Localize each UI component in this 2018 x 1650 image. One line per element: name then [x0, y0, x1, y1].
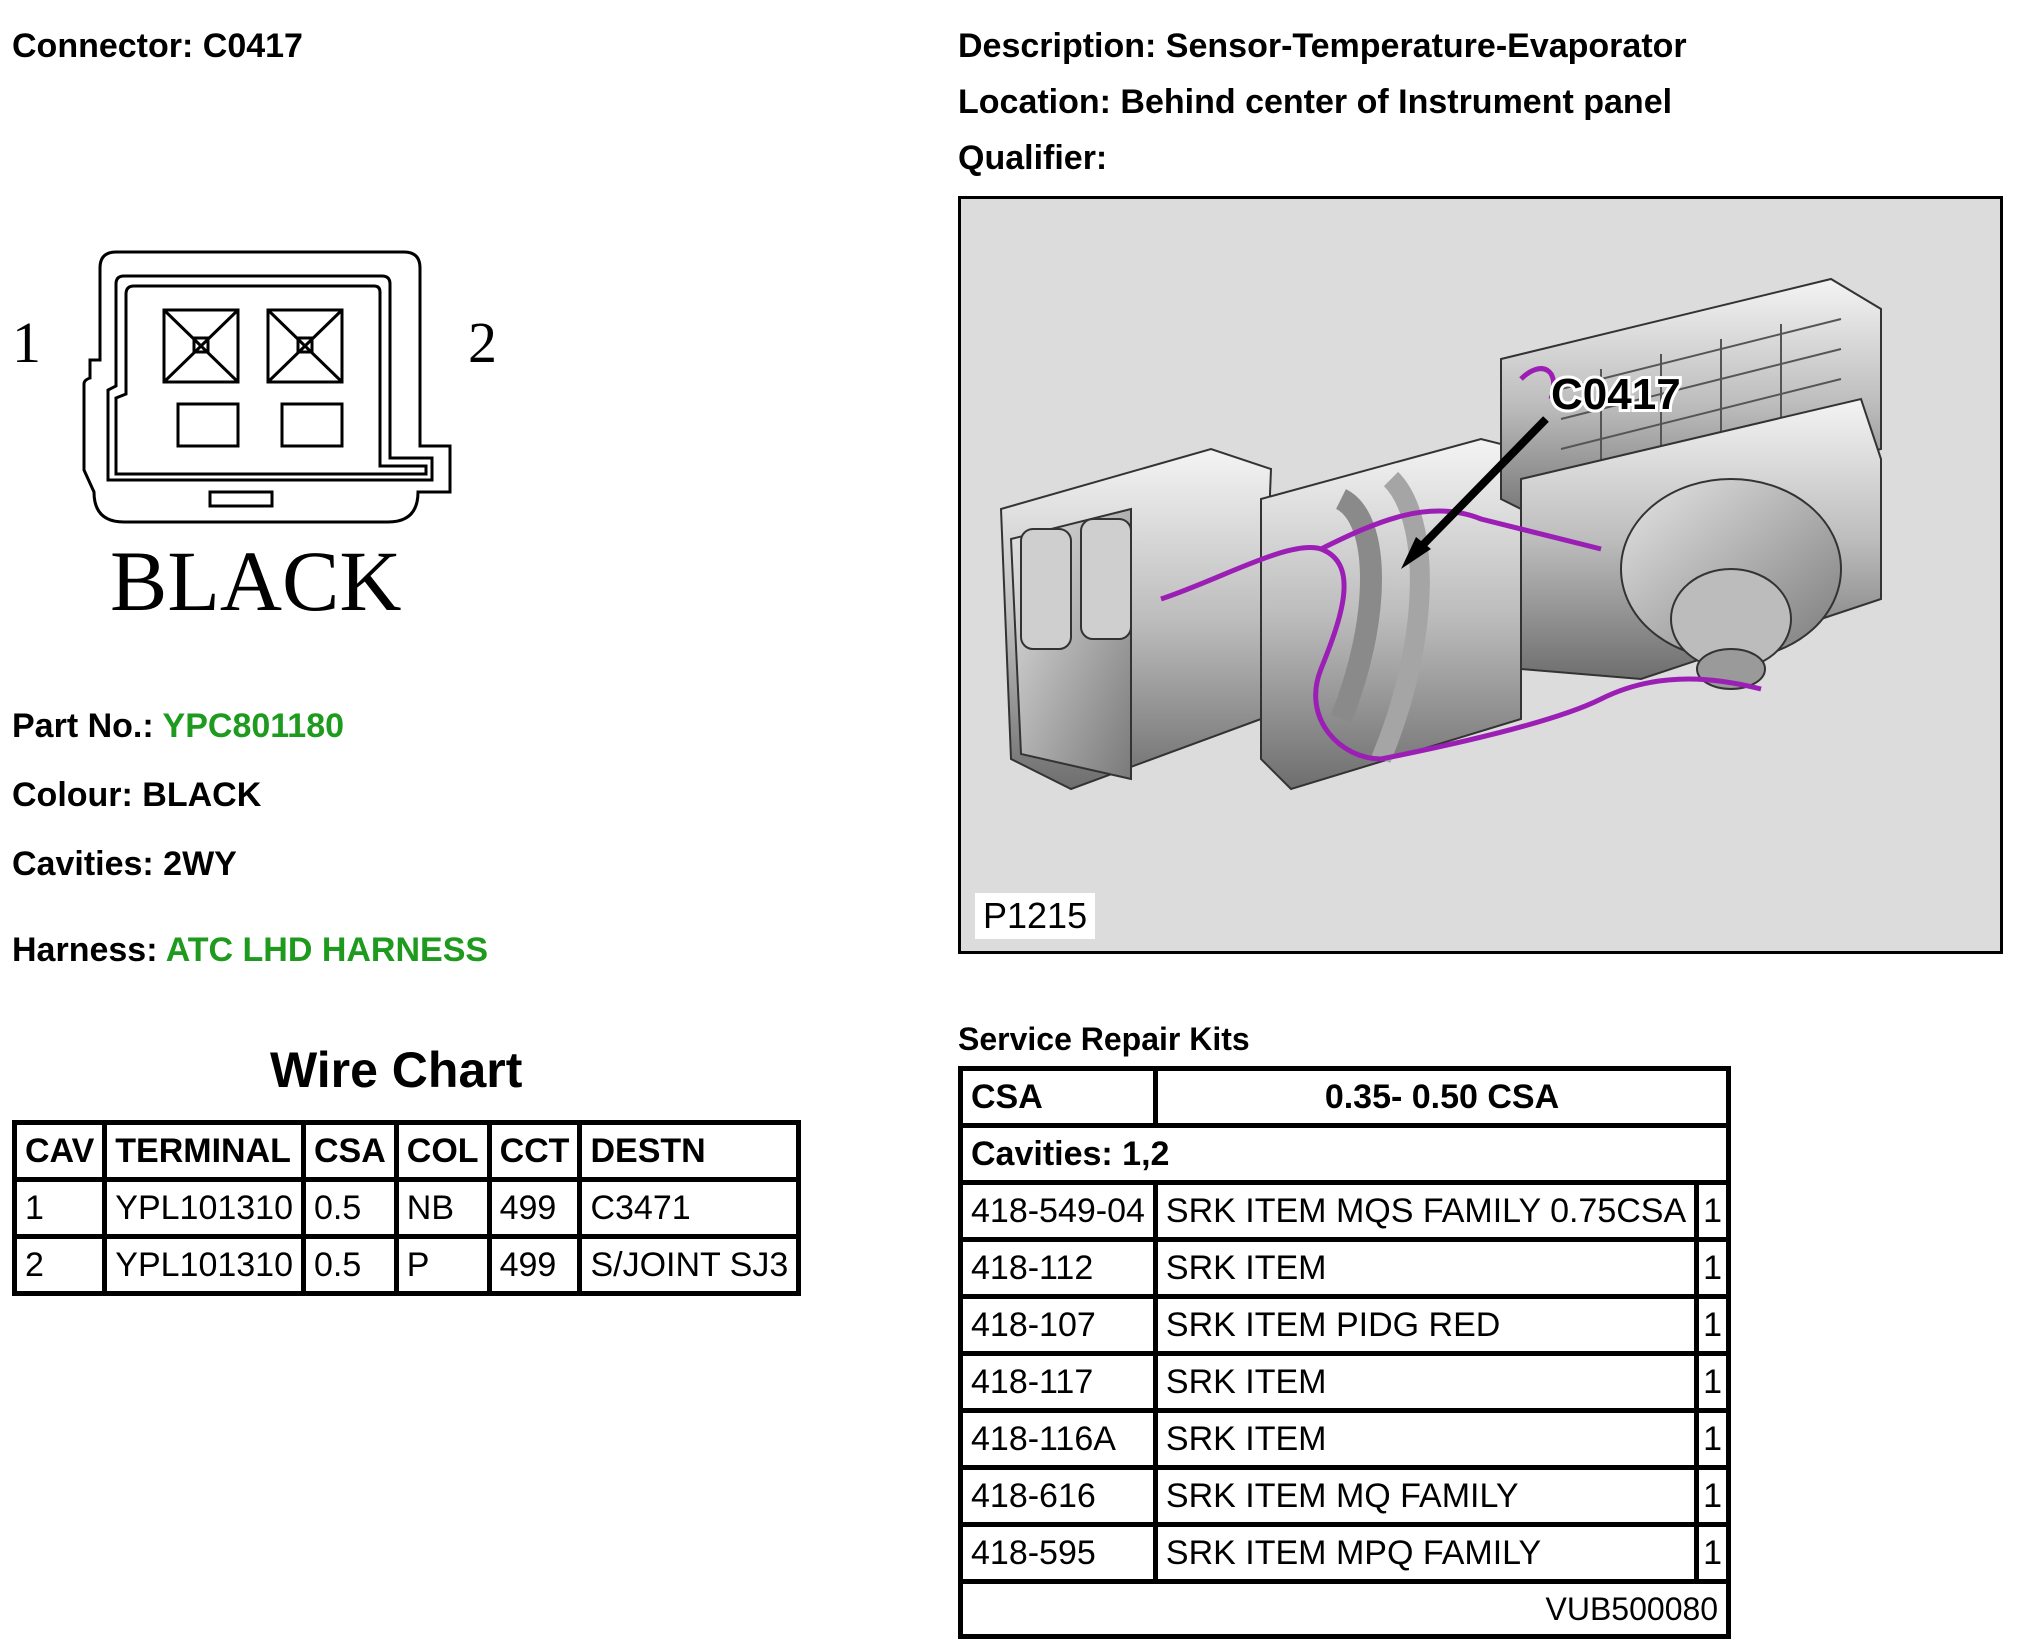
wire-chart-header-row: CAV TERMINAL CSA COL CCT DESTN — [11, 1120, 802, 1182]
srk-cavities: Cavities: 1,2 — [957, 1123, 1732, 1185]
table-row: 418-549-04 SRK ITEM MQS FAMILY 0.75CSA 1 — [958, 1180, 1732, 1242]
service-repair-kits-title: Service Repair Kits — [958, 1021, 1250, 1057]
srk-description: SRK ITEM MPQ FAMILY — [1152, 1522, 1700, 1584]
srk-description: SRK ITEM MQS FAMILY 0.75CSA — [1152, 1180, 1700, 1242]
col-header-csa: CSA — [301, 1120, 399, 1182]
cell-terminal: YPL101310 — [102, 1234, 306, 1296]
wire-chart-table: CAV TERMINAL CSA COL CCT DESTN 1 YPL1013… — [11, 1120, 802, 1296]
cell-terminal: YPL101310 — [102, 1177, 306, 1239]
connector-face-diagram: 1 2 BLACK — [12, 250, 497, 629]
srk-part-number: 418-117 — [958, 1351, 1158, 1413]
wire-chart-title: Wire Chart — [270, 1042, 523, 1098]
table-row: 418-116A SRK ITEM 1 — [958, 1408, 1732, 1470]
cell-csa: 0.5 — [301, 1177, 399, 1239]
description-label: Description: Sensor-Temperature-Evaporat… — [958, 27, 1687, 65]
colour-label: Colour: BLACK — [12, 776, 262, 814]
srk-part-number: 418-112 — [958, 1237, 1158, 1299]
part-number-label: Part No.: — [12, 707, 154, 745]
srk-reference: VUB500080 — [957, 1579, 1732, 1639]
srk-quantity: 1 — [1694, 1351, 1732, 1413]
srk-part-number: 418-107 — [958, 1294, 1158, 1356]
col-header-cct: CCT — [486, 1120, 583, 1182]
service-repair-kits-table: CSA 0.35- 0.50 CSA Cavities: 1,2 418-549… — [957, 1066, 1732, 1639]
cell-cav: 1 — [11, 1177, 108, 1239]
cell-col: P — [393, 1234, 492, 1296]
connector-location-image: C0417 P1215 — [958, 196, 2003, 954]
cell-col: NB — [393, 1177, 492, 1239]
cell-cav: 2 — [11, 1234, 108, 1296]
srk-reference-row: VUB500080 — [957, 1579, 1732, 1639]
location-label: Location: Behind center of Instrument pa… — [958, 83, 1673, 121]
srk-csa-label: CSA — [958, 1066, 1158, 1128]
part-number-link[interactable]: YPC801180 — [162, 707, 345, 745]
hvac-unit-illustration: C0417 — [999, 277, 1882, 791]
table-row: 418-112 SRK ITEM 1 — [958, 1237, 1732, 1299]
qualifier-label: Qualifier: — [958, 139, 1108, 177]
harness: Harness: ATC LHD HARNESS — [12, 930, 488, 970]
srk-part-number: 418-595 — [958, 1522, 1158, 1584]
part-number: Part No.: YPC801180 — [12, 706, 344, 746]
srk-description: SRK ITEM PIDG RED — [1152, 1294, 1700, 1356]
srk-quantity: 1 — [1694, 1522, 1732, 1584]
cell-destn: C3471 — [577, 1177, 802, 1239]
connector-colour-text: BLACK — [110, 533, 401, 629]
srk-part-number: 418-116A — [958, 1408, 1158, 1470]
srk-description: SRK ITEM — [1152, 1408, 1700, 1470]
cell-cct: 499 — [486, 1177, 583, 1239]
srk-quantity: 1 — [1694, 1465, 1732, 1527]
srk-cavities-row: Cavities: 1,2 — [957, 1123, 1732, 1185]
col-header-cav: CAV — [11, 1120, 108, 1182]
cavities-label: Cavities: 2WY — [12, 845, 237, 883]
col-header-destn: DESTN — [577, 1120, 802, 1182]
srk-description: SRK ITEM MQ FAMILY — [1152, 1465, 1700, 1527]
table-row: 418-595 SRK ITEM MPQ FAMILY 1 — [958, 1522, 1732, 1584]
srk-part-number: 418-549-04 — [958, 1180, 1158, 1242]
pin-1-label: 1 — [12, 310, 41, 375]
srk-csa-row: CSA 0.35- 0.50 CSA — [958, 1066, 1732, 1128]
srk-quantity: 1 — [1694, 1237, 1732, 1299]
table-row: 2 YPL101310 0.5 P 499 S/JOINT SJ3 — [11, 1234, 802, 1296]
pin-2-label: 2 — [468, 310, 497, 375]
cell-destn: S/JOINT SJ3 — [577, 1234, 802, 1296]
srk-quantity: 1 — [1694, 1180, 1732, 1242]
location-callout: C0417 — [1551, 370, 1681, 419]
table-row: 418-117 SRK ITEM 1 — [958, 1351, 1732, 1413]
harness-label: Harness: — [12, 931, 158, 969]
table-row: 418-107 SRK ITEM PIDG RED 1 — [958, 1294, 1732, 1356]
table-row: 418-616 SRK ITEM MQ FAMILY 1 — [958, 1465, 1732, 1527]
table-row: 1 YPL101310 0.5 NB 499 C3471 — [11, 1177, 802, 1239]
srk-quantity: 1 — [1694, 1408, 1732, 1470]
cell-csa: 0.5 — [301, 1234, 399, 1296]
srk-quantity: 1 — [1694, 1294, 1732, 1356]
srk-description: SRK ITEM — [1152, 1237, 1700, 1299]
harness-link[interactable]: ATC LHD HARNESS — [165, 931, 489, 969]
col-header-col: COL — [393, 1120, 492, 1182]
srk-csa-value: 0.35- 0.50 CSA — [1152, 1066, 1732, 1128]
col-header-terminal: TERMINAL — [102, 1120, 306, 1182]
srk-part-number: 418-616 — [958, 1465, 1158, 1527]
cell-cct: 499 — [486, 1234, 583, 1296]
srk-description: SRK ITEM — [1152, 1351, 1700, 1413]
image-code-label: P1215 — [975, 893, 1096, 939]
connector-label: Connector: C0417 — [12, 27, 303, 65]
